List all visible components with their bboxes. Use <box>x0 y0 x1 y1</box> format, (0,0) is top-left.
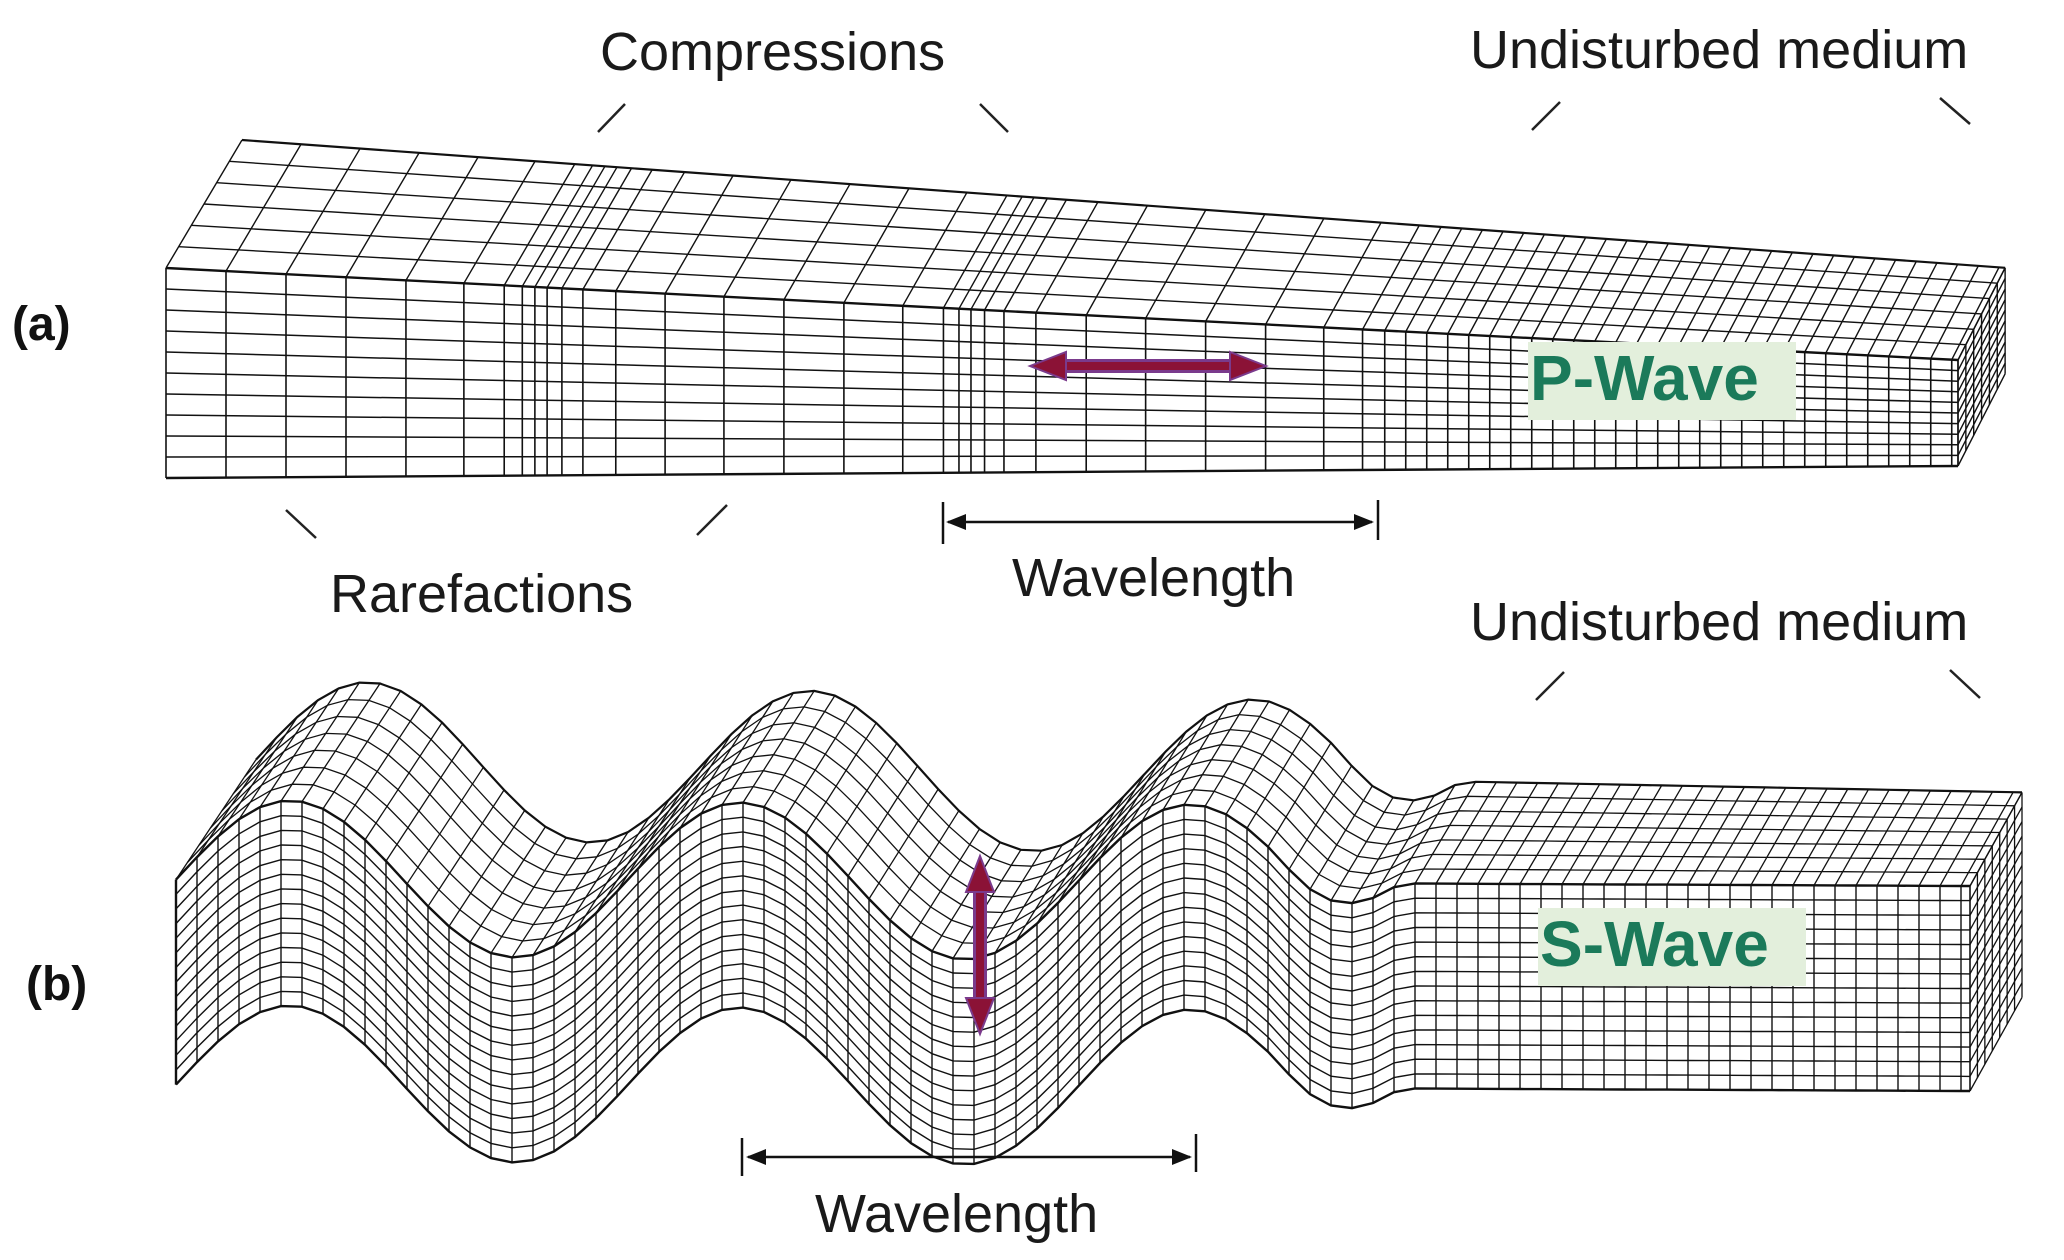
p-wave-panel: (a) Compressions Undisturbed medium Rare… <box>12 20 2006 624</box>
undisturbed-leader-a-2 <box>1939 97 1971 125</box>
panel-b-label: (b) <box>26 958 87 1011</box>
p-wave-block <box>165 138 2006 480</box>
particle-motion-horizontal-arrow-icon <box>1027 350 1269 382</box>
compressions-leader-2 <box>979 103 1009 133</box>
rarefactions-label: Rarefactions <box>330 564 633 624</box>
s-wave-label-background <box>1538 908 1806 986</box>
s-wave-block <box>174 681 2023 1166</box>
undisturbed-leader-b-1 <box>1535 671 1565 701</box>
panel-a-label: (a) <box>12 298 71 351</box>
p-wave-label-background <box>1528 342 1796 420</box>
compressions-leader-1 <box>597 103 626 133</box>
s-wave-panel: (b) Undisturbed medium Wavelength S-Wave <box>26 592 2023 1244</box>
undisturbed-medium-label-b: Undisturbed medium <box>1470 592 1968 652</box>
wavelength-label-a: Wavelength <box>1012 548 1295 608</box>
rarefactions-leader-2 <box>696 504 728 536</box>
rarefactions-leader-1 <box>285 509 317 539</box>
compressions-label: Compressions <box>600 22 945 82</box>
s-wave-label: S-Wave <box>1540 908 1769 980</box>
undisturbed-leader-a-1 <box>1531 101 1561 131</box>
wavelength-dimension-b <box>740 1134 1198 1176</box>
p-wave-label: P-Wave <box>1530 342 1759 414</box>
wavelength-dimension-a <box>941 500 1380 544</box>
wavelength-label-b: Wavelength <box>815 1184 1098 1244</box>
particle-motion-vertical-arrow-icon <box>964 853 996 1037</box>
undisturbed-medium-label-a: Undisturbed medium <box>1470 20 1968 80</box>
undisturbed-leader-b-2 <box>1949 669 1981 699</box>
